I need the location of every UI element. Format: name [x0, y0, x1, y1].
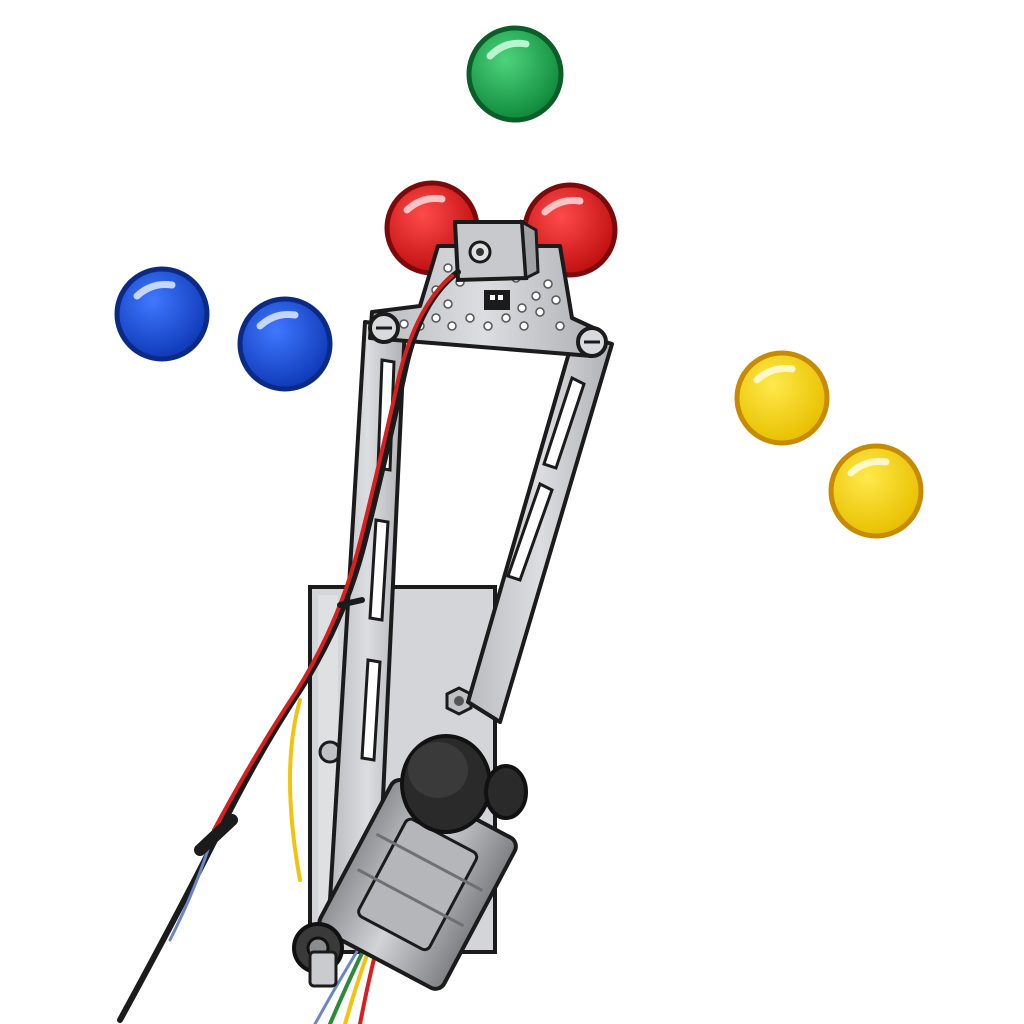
- blue-ball: [114, 266, 210, 362]
- right-arm-link: [466, 330, 614, 724]
- green-ball: [466, 25, 564, 123]
- motor-side-cap: [484, 764, 528, 820]
- pivot-bolt-icon: [576, 326, 608, 358]
- yellow-ball: [734, 350, 830, 446]
- gripper-block: [452, 219, 540, 283]
- yellow-ball: [828, 443, 924, 539]
- blue-ball: [237, 296, 333, 392]
- motor-cap: [400, 734, 492, 834]
- motor-shaft: [308, 950, 338, 988]
- sensor-chip-icon: [484, 290, 510, 310]
- pivot-bolt-icon: [368, 312, 400, 344]
- base-bolt-icon: [445, 686, 473, 716]
- servo-motor: [292, 734, 528, 991]
